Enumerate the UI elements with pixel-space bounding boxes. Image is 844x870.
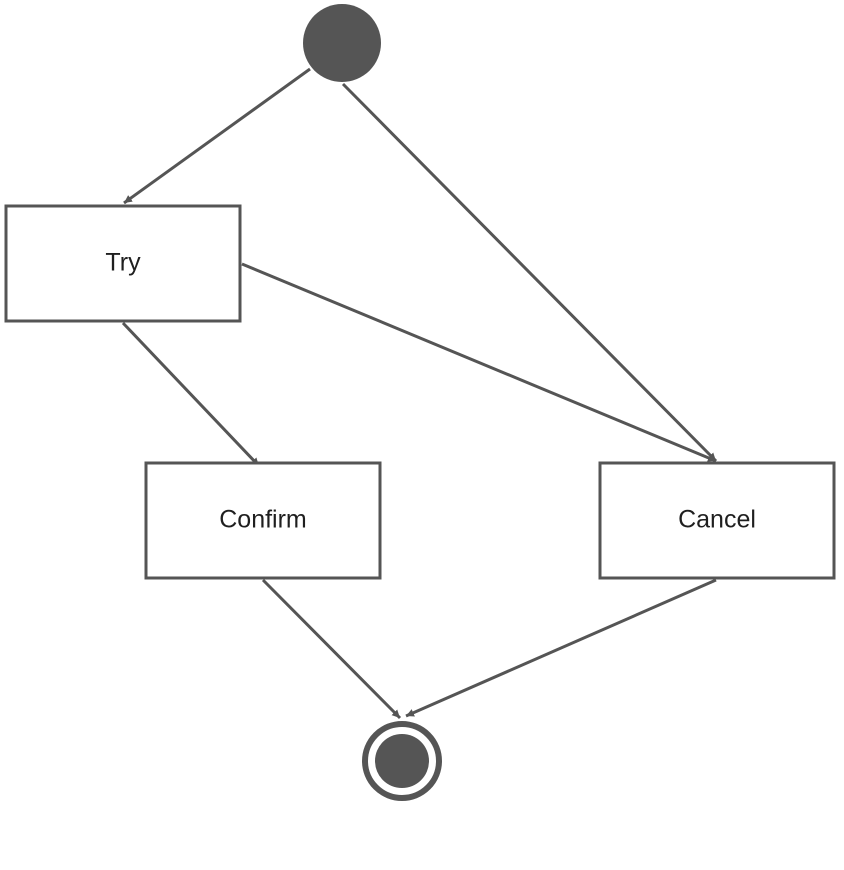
edge-cancel-to-end [405,578,717,718]
initial-node [303,4,381,82]
activity-try-box [4,204,242,323]
edge-start-to-try [123,67,311,205]
final-node [362,721,442,801]
final-node-core [375,734,429,788]
activity-confirm-box [144,461,382,580]
activity-cancel-label: Cancel [678,506,756,534]
activity-confirm-label: Confirm [219,506,307,534]
activity-try: Try [4,204,242,323]
edges [121,67,718,720]
activity-confirm: Confirm [144,461,382,580]
edge-confirm-to-end [261,578,402,720]
activity-cancel-box [598,461,836,580]
activity-try-label: Try [105,249,141,277]
activity-cancel: Cancel [598,461,836,580]
edge-try-to-confirm [121,321,261,468]
edge-try-to-cancel [241,262,717,463]
edge-start-to-cancel [341,82,718,463]
